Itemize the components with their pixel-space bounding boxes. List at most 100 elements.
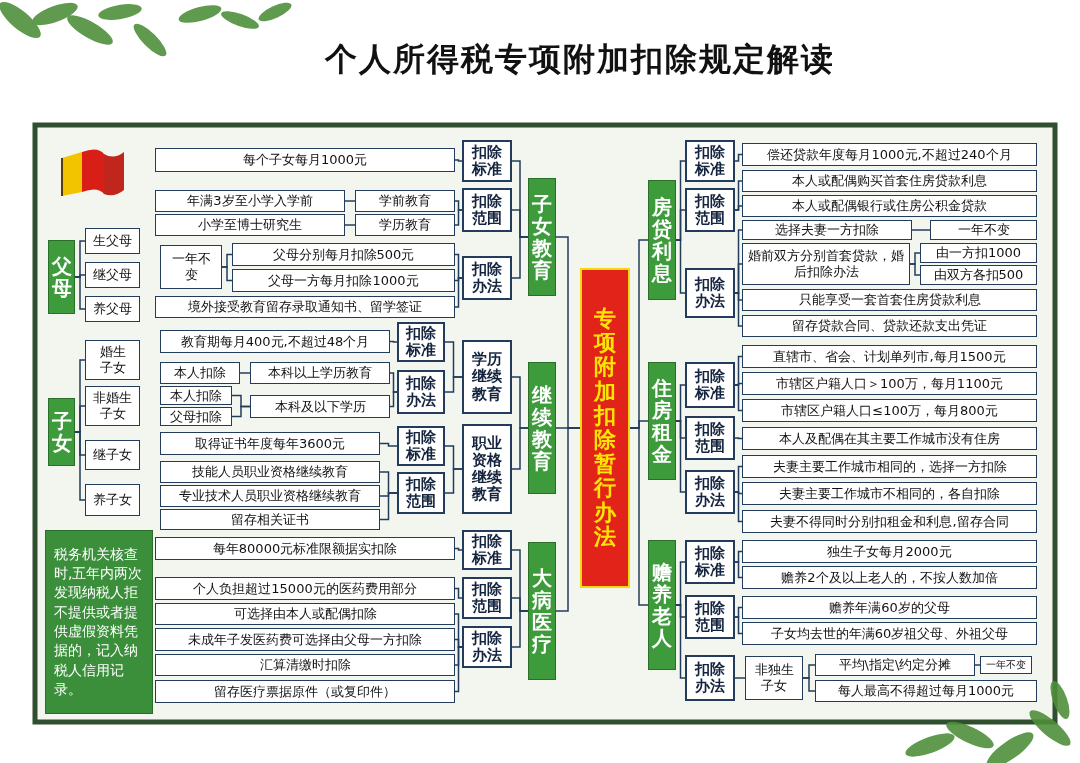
node-text: 专项附加扣除暂行办法 [594,307,616,549]
node-text: 扣除办法 [695,475,725,510]
node-text: 税务机关核查时,五年内两次发现纳税人拒不提供或者提供虚假资料凭据的，记入纳税人信… [54,545,144,700]
node-text: 扣除办法 [472,261,502,296]
connector-line [512,161,528,237]
connector-line [380,472,397,493]
content-box: 每人最高不得超过每月1000元 [815,680,1037,702]
node-text: 选择夫妻一方扣除 [775,222,879,238]
node-text: 赡养2个及以上老人的，不按人数加倍 [781,570,997,586]
node-text: 父母一方每月扣除1000元 [268,273,418,289]
connector-line [735,437,742,439]
content-box: 非婚生子女 [85,386,140,426]
node-text: 每个子女每月1000元 [243,152,367,168]
node-text: 婚前双方分别首套贷款，婚后扣除办法 [746,248,906,279]
category-box: 赡养老人 [648,540,676,670]
connector-line [445,342,462,377]
diagram-title: 个人所得税专项附加扣除规定解读 [325,40,835,78]
note-box: 税务机关核查时,五年内两次发现纳税人拒不提供或者提供虚假资料凭据的，记入纳税人信… [45,530,153,714]
connector-line [735,230,742,293]
node-text: 本人或配偶银行或住房公积金贷款 [792,198,987,214]
content-box: 父母扣除 [160,407,232,426]
node-text: 一年不变 [958,222,1010,238]
connector-line [676,421,685,492]
content-box: 直辖市、省会、计划单列市,每月1500元 [742,345,1037,368]
content-box: 一年不变 [980,656,1032,674]
node-text: 职业资格继续教育 [472,435,502,504]
node-text: 大病医疗 [532,567,552,655]
content-box: 每年80000元标准限额据实扣除 [155,537,455,560]
content-box: 赡养年满60岁的父母 [742,596,1037,619]
connector-line [735,617,742,634]
node-text: 扣除范围 [695,421,725,456]
node-text: 偿还贷款年度每月1000元,不超过240个月 [767,147,1011,163]
node-text: 扣除范围 [406,476,436,511]
rule-label: 扣除标准 [685,362,735,408]
connector-line [556,237,580,428]
connector-line [735,467,742,493]
node-text: 平均\指定\约定分摊 [839,657,952,673]
connector-line [676,562,685,605]
node-text: 扣除办法 [406,375,436,410]
node-text: 扣除标准 [695,144,725,179]
node-text: 扣除标准 [695,368,725,403]
connector-line [455,647,462,692]
connector-line [455,160,462,161]
connector-line [735,385,742,411]
node-text: 留存医疗票据原件（或复印件） [214,684,396,700]
connector-line [676,161,685,240]
node-text: 由一方扣1000 [936,245,1021,261]
node-text: 房贷利息 [652,196,672,284]
connector-line [512,210,528,237]
content-box: 偿还贷款年度每月1000元,不超过240个月 [742,143,1037,166]
connector-line [455,210,462,225]
node-text: 留存相关证书 [231,512,309,528]
node-text: 每人最高不得超过每月1000元 [838,683,1014,699]
connector-line [735,181,742,210]
rule-label: 扣除办法 [685,655,735,701]
category-box: 继续教育 [528,362,556,494]
connector-line [390,373,397,392]
connector-line [445,377,462,392]
node-text: 留存贷款合同、贷款还款支出凭证 [792,318,987,334]
connector-line [390,341,397,343]
connector-line [630,428,648,605]
content-box: 一年不变 [930,220,1037,240]
center-box: 专项附加扣除暂行办法 [580,268,630,588]
connector-line [455,549,462,551]
node-text: 生父母 [93,233,132,249]
node-text: 扣除办法 [695,661,725,696]
content-box: 继子女 [85,440,140,470]
content-box: 本人扣除 [160,386,232,405]
node-text: 扣除范围 [695,193,725,228]
content-box: 技能人员职业资格继续教育 [160,461,380,483]
rule-label: 扣除标准 [462,140,512,182]
node-text: 夫妻主要工作城市相同的，选择一方扣除 [773,459,1007,475]
node-text: 扣除标准 [695,545,725,580]
rule-label: 职业资格继续教育 [462,424,512,514]
rule-label: 扣除范围 [685,595,735,639]
rule-label: 扣除办法 [685,470,735,514]
content-box: 子女均去世的年满60岁祖父母、外祖父母 [742,622,1037,645]
connector-line [630,421,648,428]
connector-line [676,240,685,293]
node-text: 一年不变 [986,659,1026,671]
node-text: 非婚生子女 [93,390,132,421]
node-text: 扣除范围 [472,581,502,616]
content-box: 可选择由本人或配偶扣除 [155,603,455,625]
connector-line [222,255,232,268]
rule-label: 扣除标准 [462,530,512,570]
content-box: 独生子女每月2000元 [742,540,1037,563]
connector-line [735,264,742,293]
content-box: 养父母 [85,296,140,322]
node-text: 继子女 [93,447,132,463]
node-text: 非独生子女 [755,662,794,693]
content-box: 夫妻不得同时分别扣租金和利息,留存合同 [742,510,1037,533]
node-text: 境外接受教育留存录取通知书、留学签证 [188,299,422,315]
connector-line [676,385,685,421]
node-text: 赡养老人 [652,561,672,649]
node-text: 本人及配偶在其主要工作城市没有住房 [779,431,1000,447]
node-text: 赡养年满60岁的父母 [829,600,950,616]
connector-line [455,278,462,307]
node-text: 扣除办法 [695,276,725,311]
